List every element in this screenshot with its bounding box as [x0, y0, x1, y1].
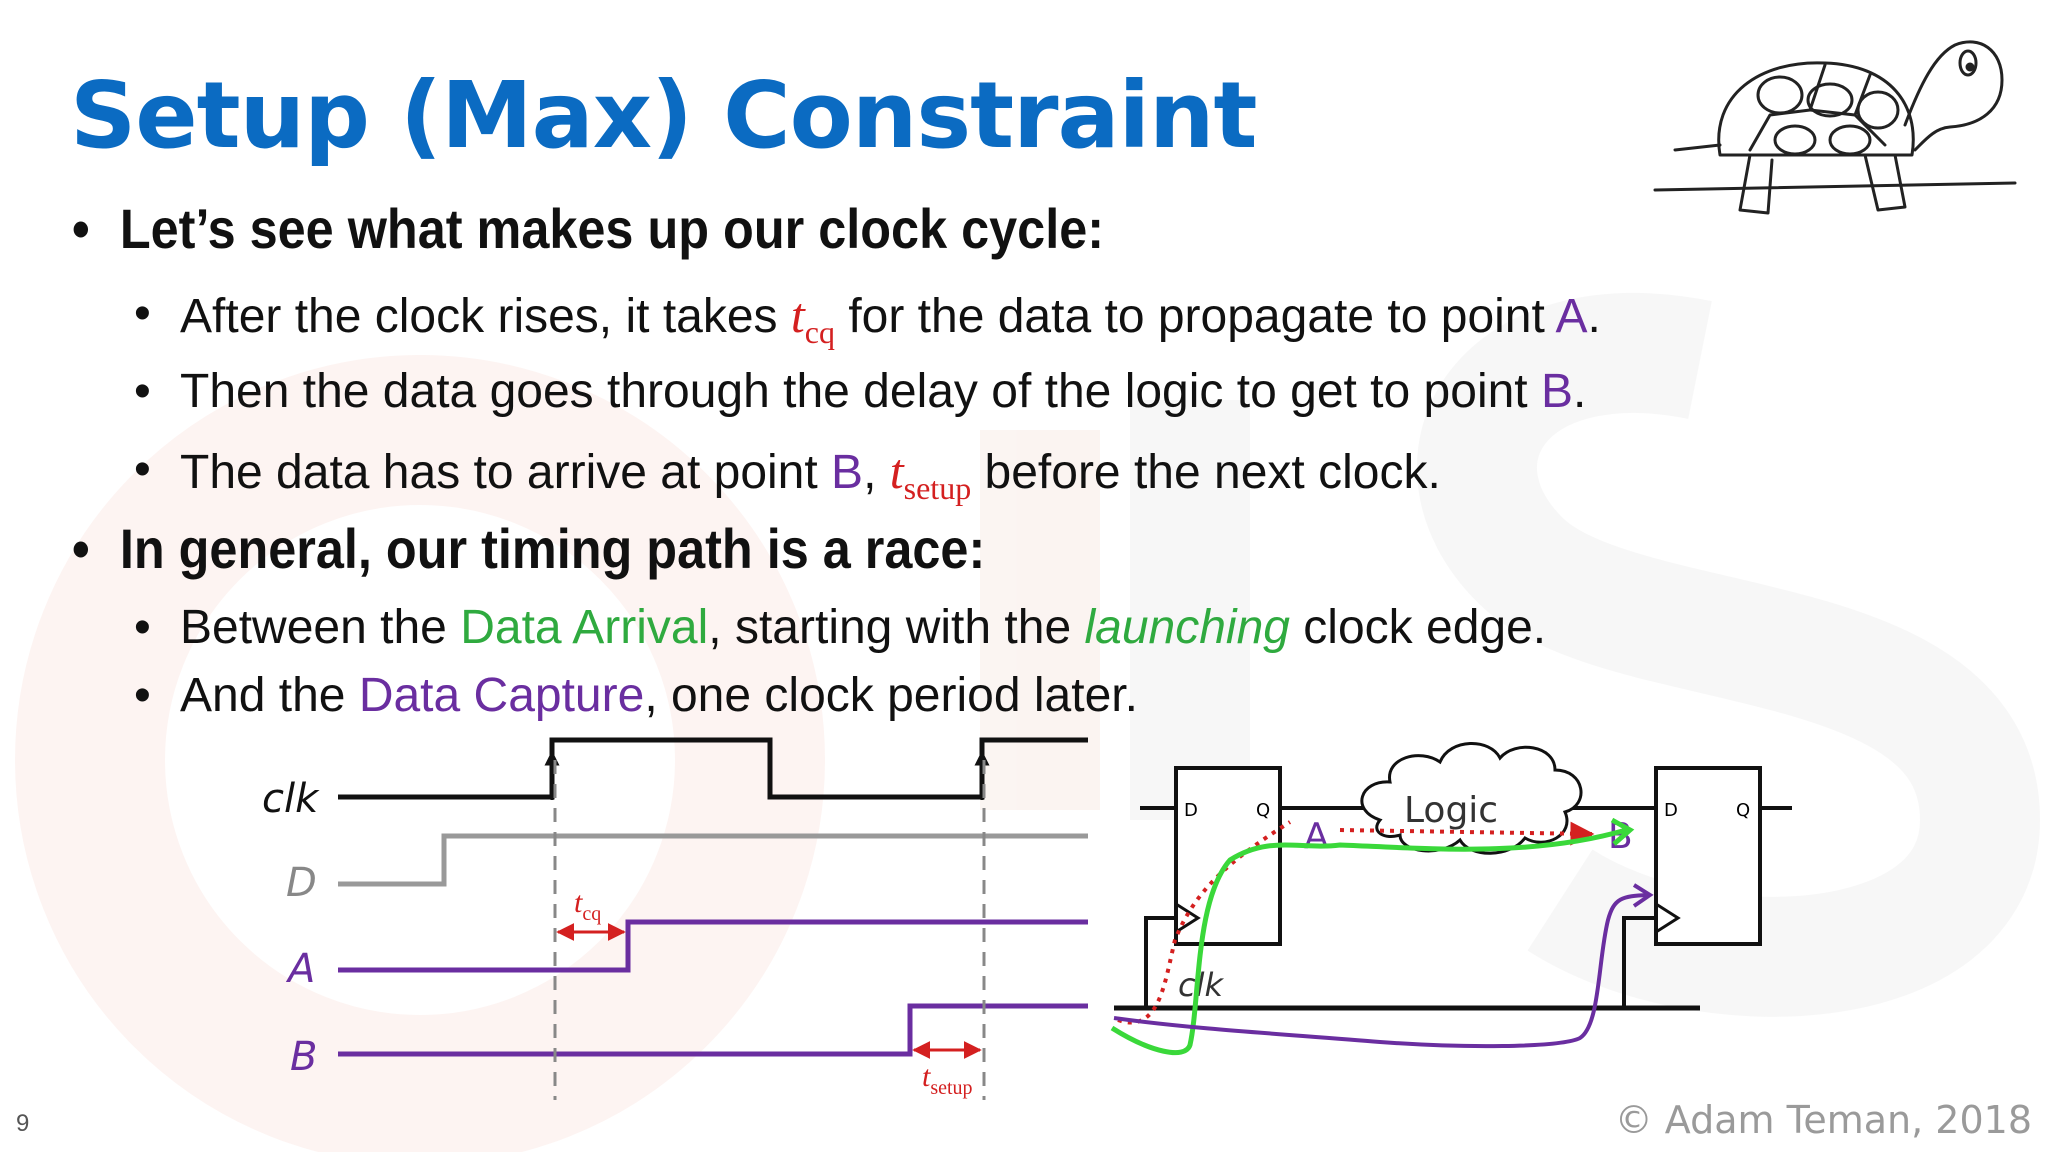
data-arrival-term: Data Arrival [460, 601, 709, 654]
signal-label-a: A [285, 946, 315, 992]
ff1-clock-triangle [1175, 902, 1201, 934]
circuit-point-a: A [1304, 816, 1329, 857]
d-waveform [338, 833, 1088, 887]
bullet-dot: • [134, 443, 151, 496]
signal-label-b: B [290, 1034, 317, 1080]
arrival-path-green [1110, 827, 1627, 1055]
flip-flop-capture [1654, 766, 1762, 946]
signal-label-clk: clk [262, 776, 320, 822]
copyright: © Adam Teman, 2018 [1614, 1098, 2032, 1142]
ff1-clock-wire [1144, 916, 1176, 1008]
bullet-dot: • [134, 601, 151, 654]
circuit-clk-label: clk [1178, 966, 1224, 1004]
a-waveform [338, 919, 1088, 973]
tcq-label: tcq [574, 886, 601, 925]
tcq-symbol: tcq [790, 287, 835, 350]
clk-waveform [338, 737, 1088, 800]
data-path-red [1117, 822, 1592, 1025]
flip-flop-launch [1174, 766, 1282, 946]
slide-title: Setup (Max) Constraint [70, 62, 1258, 169]
ff2-clock-triangle [1655, 902, 1681, 934]
turtle-drawing [1653, 40, 2017, 215]
bullet-dot: • [134, 287, 151, 340]
ff1-q-pin: Q [1256, 800, 1270, 821]
data-capture-term: Data Capture [358, 669, 645, 722]
ff2-clock-wire [1622, 916, 1656, 1008]
bullet-race: In general, our timing path is a race: [72, 516, 985, 581]
slide-number: 9 [16, 1110, 30, 1137]
bullet-clock-cycle: Let’s see what makes up our clock cycle: [72, 196, 1104, 261]
ff2-q-pin: Q [1736, 800, 1750, 821]
bullet-dot: • [134, 669, 151, 722]
arrival-arrowhead [1610, 817, 1635, 846]
ff2-d-pin: D [1664, 800, 1678, 821]
b-waveform [338, 1003, 1088, 1057]
logic-label: Logic [1404, 790, 1498, 831]
bullet-dot: • [134, 365, 151, 418]
tsetup-symbol: tsetup [889, 443, 972, 506]
capture-arrowhead [1632, 883, 1654, 908]
point-a-ref: A [1555, 290, 1588, 343]
tsetup-label: tsetup [922, 1060, 973, 1099]
signal-label-d: D [286, 860, 317, 906]
point-b-ref: B [1540, 365, 1573, 418]
capture-path-purple [1113, 893, 1649, 1049]
point-b-ref: B [831, 446, 864, 499]
launching-term: launching [1084, 601, 1290, 654]
ff1-d-pin: D [1184, 800, 1198, 821]
